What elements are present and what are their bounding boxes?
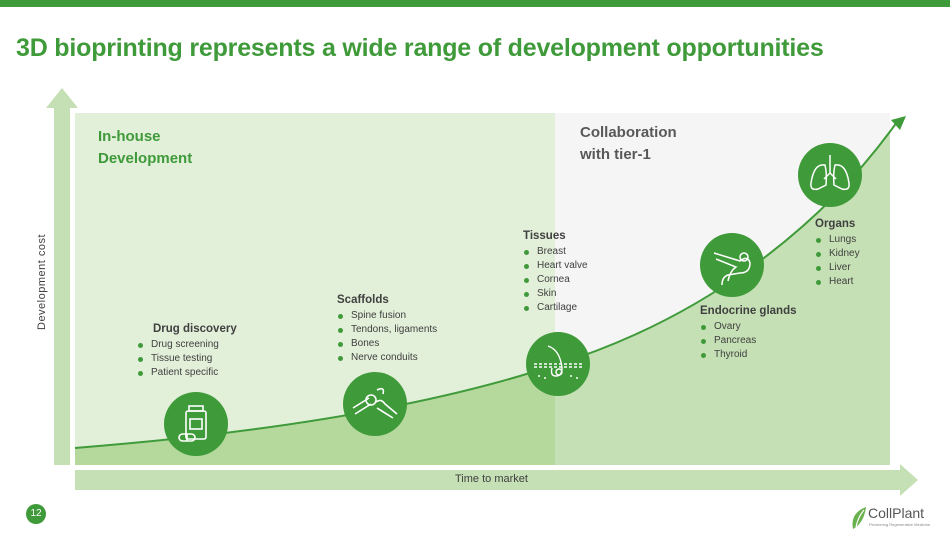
list-item: Kidney <box>815 247 860 261</box>
leaf-logo-icon <box>852 507 866 529</box>
y-axis-label: Development cost <box>36 233 48 330</box>
y-axis-arrow <box>46 88 78 465</box>
category-title: Scaffolds <box>337 294 389 306</box>
list-item: Bones <box>337 337 437 351</box>
list-item: Cornea <box>523 273 588 287</box>
collplant-logo: CollPlant Pioneering Regenerative Medici… <box>850 505 940 531</box>
list-item: Lungs <box>815 233 860 247</box>
collaboration-label: Collaboration with tier-1 <box>580 124 677 163</box>
list-item: Liver <box>815 261 860 275</box>
x-axis-label: Time to market <box>455 473 528 485</box>
list-item: Thyroid <box>700 348 797 362</box>
skin-hair-icon <box>526 332 590 396</box>
list-item: Breast <box>523 245 588 259</box>
page-number: 12 <box>26 504 46 524</box>
list-item: Cartilage <box>523 301 588 315</box>
top-bar <box>0 0 950 7</box>
list-item: Patient specific <box>137 366 237 380</box>
lungs-icon <box>798 143 862 207</box>
in-house-label: In-house Development <box>98 128 193 167</box>
list-item: Drug screening <box>137 338 237 352</box>
list-item: Tendons, ligaments <box>337 323 437 337</box>
pancreas-icon <box>700 233 764 297</box>
category-title: Tissues <box>523 230 566 242</box>
category-title: Drug discovery <box>153 323 237 335</box>
logo-name: CollPlant <box>868 505 925 521</box>
pill-bottle-icon <box>164 392 228 456</box>
list-item: Pancreas <box>700 334 797 348</box>
curve-arrowhead <box>891 116 906 130</box>
category-title: Organs <box>815 218 856 230</box>
bone-joint-icon <box>343 372 407 436</box>
x-axis-arrow <box>75 464 918 496</box>
list-item: Heart <box>815 275 860 289</box>
category-title: Endocrine glands <box>700 305 797 317</box>
list-item: Skin <box>523 287 588 301</box>
list-item: Spine fusion <box>337 309 437 323</box>
list-item: Tissue testing <box>137 352 237 366</box>
logo-tagline: Pioneering Regenerative Medicine <box>869 522 931 527</box>
list-item: Heart valve <box>523 259 588 273</box>
list-item: Ovary <box>700 320 797 334</box>
list-item: Nerve conduits <box>337 351 437 365</box>
slide-title: 3D bioprinting represents a wide range o… <box>16 34 824 62</box>
curve-area-right <box>555 130 890 465</box>
